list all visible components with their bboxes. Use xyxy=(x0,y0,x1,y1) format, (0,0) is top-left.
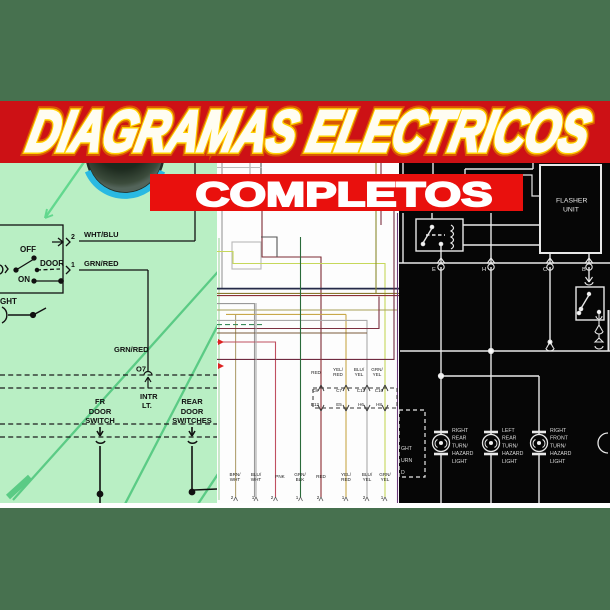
svg-text:C: C xyxy=(543,267,547,273)
svg-text:HAZARD: HAZARD xyxy=(502,451,524,457)
svg-text:DIAGRAMAS ELECTRICOS: DIAGRAMAS ELECTRICOS xyxy=(22,101,596,163)
svg-text:REAR: REAR xyxy=(452,436,467,442)
svg-text:REAR: REAR xyxy=(181,397,203,406)
svg-text:PNK: PNK xyxy=(275,474,285,479)
svg-text:D: D xyxy=(401,470,405,476)
svg-text:BLU/: BLU/ xyxy=(354,367,365,372)
svg-text:ON: ON xyxy=(18,275,30,284)
svg-text:RED: RED xyxy=(311,370,321,375)
svg-text:YEL/: YEL/ xyxy=(333,367,344,372)
svg-text:2: 2 xyxy=(317,495,320,500)
svg-text:WHT/BLU: WHT/BLU xyxy=(84,230,119,239)
svg-text:YEL/: YEL/ xyxy=(341,472,352,477)
svg-text:LIGHT: LIGHT xyxy=(452,459,468,465)
svg-text:INTR: INTR xyxy=(140,392,158,401)
svg-text:FRONT: FRONT xyxy=(550,436,569,442)
svg-text:2: 2 xyxy=(271,495,274,500)
svg-text:HAZARD: HAZARD xyxy=(550,451,572,457)
svg-text:GHT: GHT xyxy=(0,297,17,306)
svg-text:1: 1 xyxy=(342,495,345,500)
svg-text:DIAGRAMAS ELECTRICOS: DIAGRAMAS ELECTRICOS xyxy=(22,101,596,163)
svg-text:H6: H6 xyxy=(358,402,364,407)
svg-text:RED: RED xyxy=(316,474,326,479)
svg-text:FLASHER: FLASHER xyxy=(556,198,587,205)
svg-text:GRN/: GRN/ xyxy=(294,472,306,477)
svg-text:GRN/: GRN/ xyxy=(379,472,391,477)
svg-text:BLU/: BLU/ xyxy=(251,472,262,477)
svg-text:C7: C7 xyxy=(336,388,342,393)
svg-text:1: 1 xyxy=(381,495,384,500)
svg-text:GRN/RED: GRN/RED xyxy=(114,345,149,354)
svg-text:URN: URN xyxy=(401,458,412,464)
svg-text:BLK: BLK xyxy=(296,477,306,482)
svg-text:E5: E5 xyxy=(336,402,342,407)
svg-text:RIGHT: RIGHT xyxy=(452,428,469,434)
svg-text:GRN/: GRN/ xyxy=(371,367,383,372)
svg-text:E12: E12 xyxy=(311,402,320,407)
svg-text:OFF: OFF xyxy=(20,245,36,254)
svg-text:O7: O7 xyxy=(136,365,146,374)
svg-text:2: 2 xyxy=(231,495,234,500)
svg-text:DIAGRAMAS ELECTRICOS: DIAGRAMAS ELECTRICOS xyxy=(22,101,596,163)
svg-text:HAZARD: HAZARD xyxy=(452,451,474,457)
svg-text:2: 2 xyxy=(71,234,75,241)
svg-text:LEFT: LEFT xyxy=(502,428,516,434)
svg-text:SWITCHES: SWITCHES xyxy=(172,416,212,425)
svg-text:REAR: REAR xyxy=(502,436,517,442)
svg-text:RIGHT: RIGHT xyxy=(550,428,567,434)
svg-text:RED: RED xyxy=(341,477,351,482)
svg-text:TURN/: TURN/ xyxy=(502,443,518,449)
svg-text:C12: C12 xyxy=(357,388,366,393)
svg-text:1: 1 xyxy=(296,495,299,500)
svg-text:RED: RED xyxy=(333,372,343,377)
svg-text:YEL: YEL xyxy=(363,477,372,482)
svg-text:DOOR: DOOR xyxy=(89,407,112,416)
svg-text:FR: FR xyxy=(95,397,106,406)
svg-text:WHT: WHT xyxy=(251,477,262,482)
svg-text:LT.: LT. xyxy=(142,401,152,410)
svg-text:DOOR: DOOR xyxy=(181,407,204,416)
svg-text:1: 1 xyxy=(252,495,255,500)
svg-text:TURN/: TURN/ xyxy=(550,443,566,449)
svg-text:DOOR: DOOR xyxy=(40,259,64,268)
svg-text:E: E xyxy=(432,267,436,273)
svg-text:LIGHT: LIGHT xyxy=(502,459,518,465)
svg-text:H: H xyxy=(482,267,486,273)
svg-text:C8: C8 xyxy=(312,388,318,393)
svg-text:LIGHT: LIGHT xyxy=(550,459,566,465)
svg-text:UNIT: UNIT xyxy=(563,207,579,214)
svg-text:BRN/: BRN/ xyxy=(230,472,242,477)
svg-text:YEL: YEL xyxy=(373,372,382,377)
svg-text:1: 1 xyxy=(71,262,75,269)
svg-text:H8: H8 xyxy=(376,402,382,407)
svg-text:GRN/RED: GRN/RED xyxy=(84,259,119,268)
svg-text:WHT: WHT xyxy=(230,477,241,482)
svg-text:C10: C10 xyxy=(375,388,384,393)
svg-text:GHT: GHT xyxy=(401,446,413,452)
svg-text:B: B xyxy=(582,267,586,273)
svg-text:YEL: YEL xyxy=(381,477,390,482)
svg-text:COMPLETOS: COMPLETOS xyxy=(196,176,493,211)
svg-text:SWITCH: SWITCH xyxy=(85,416,115,425)
svg-text:2: 2 xyxy=(363,495,366,500)
svg-text:TURN/: TURN/ xyxy=(452,443,468,449)
svg-text:BLU/: BLU/ xyxy=(362,472,373,477)
svg-text:YEL: YEL xyxy=(355,372,364,377)
